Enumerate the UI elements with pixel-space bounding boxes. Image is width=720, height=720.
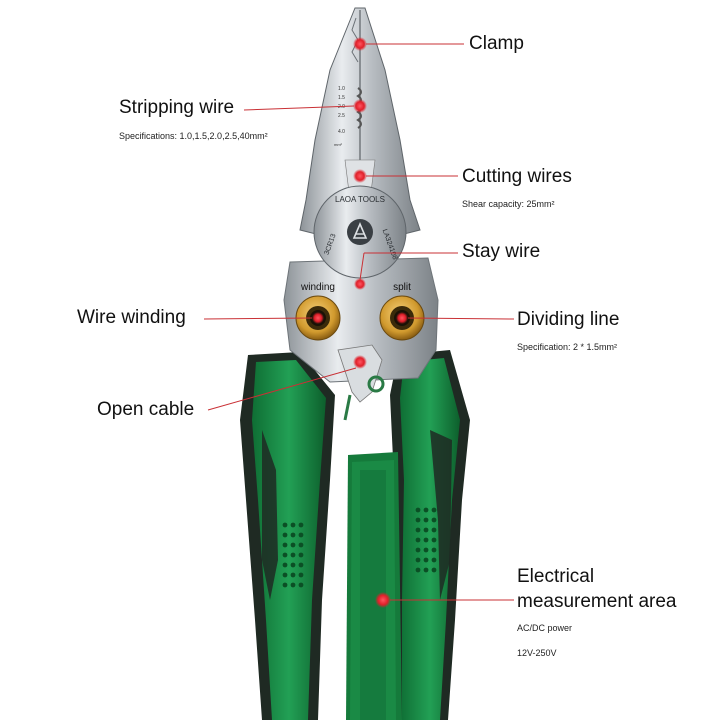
winding-hole-label: winding — [300, 282, 335, 293]
electrical-title-line2: measurement area — [517, 591, 677, 612]
stripping-leader — [243, 105, 355, 111]
dividing-marker — [396, 312, 408, 324]
gauge-mark: 4.0 — [338, 129, 345, 135]
open-cable-leader — [207, 367, 357, 411]
cutting-marker — [353, 169, 367, 183]
grip-texture-left — [282, 522, 304, 588]
gauge-mark: mm² — [334, 142, 343, 147]
leader-lines — [203, 43, 515, 601]
split-hole-label: split — [393, 282, 411, 293]
marker-dots — [312, 37, 408, 608]
right-handle — [390, 350, 470, 720]
stripping-title: Stripping wire — [119, 97, 235, 118]
electrical-title-line1: Electrical — [517, 566, 595, 587]
wire-winding-title: Wire winding — [77, 307, 186, 328]
stay-wire-leader-drop — [359, 252, 365, 281]
electrical-spec-line2: 12V-250V — [517, 648, 557, 658]
dividing-leader — [407, 317, 515, 320]
winding-marker — [312, 312, 324, 324]
open-cable-marker — [353, 355, 367, 369]
cutting-title: Cutting wires — [462, 166, 572, 187]
stripping-spec: Specifications: 1.0,1.5,2.0,2.5,40mm² — [119, 131, 268, 141]
electrical-spec-line1: AC/DC power — [517, 623, 573, 633]
dividing-spec: Specification: 2 * 1.5mm² — [517, 342, 618, 352]
gauge-mark: 1.5 — [338, 95, 345, 101]
dividing-title: Dividing line — [517, 309, 620, 330]
left-handle — [240, 352, 335, 720]
clamp-marker — [353, 37, 367, 51]
center-handle-shell — [346, 452, 402, 720]
electrical-marker — [375, 592, 391, 608]
pivot-disc: LAOA TOOLS LA324108 3CR13 — [313, 185, 407, 279]
open-cable-title: Open cable — [97, 399, 195, 420]
brand-text: LAOA TOOLS — [335, 195, 385, 204]
stay-wire-title: Stay wire — [462, 241, 541, 262]
spring — [343, 375, 385, 421]
stripping-marker — [353, 99, 367, 113]
cutting-spec: Shear capacity: 25mm² — [462, 199, 555, 209]
gauge-mark: 2.0 — [338, 104, 345, 110]
clamp-title: Clamp — [469, 33, 524, 54]
stay-wire-marker — [354, 278, 366, 290]
gauge-mark: 1.0 — [338, 86, 345, 92]
winding-leader — [203, 317, 313, 320]
gauge-mark: 2.5 — [338, 113, 345, 119]
grip-texture-right — [415, 507, 437, 573]
